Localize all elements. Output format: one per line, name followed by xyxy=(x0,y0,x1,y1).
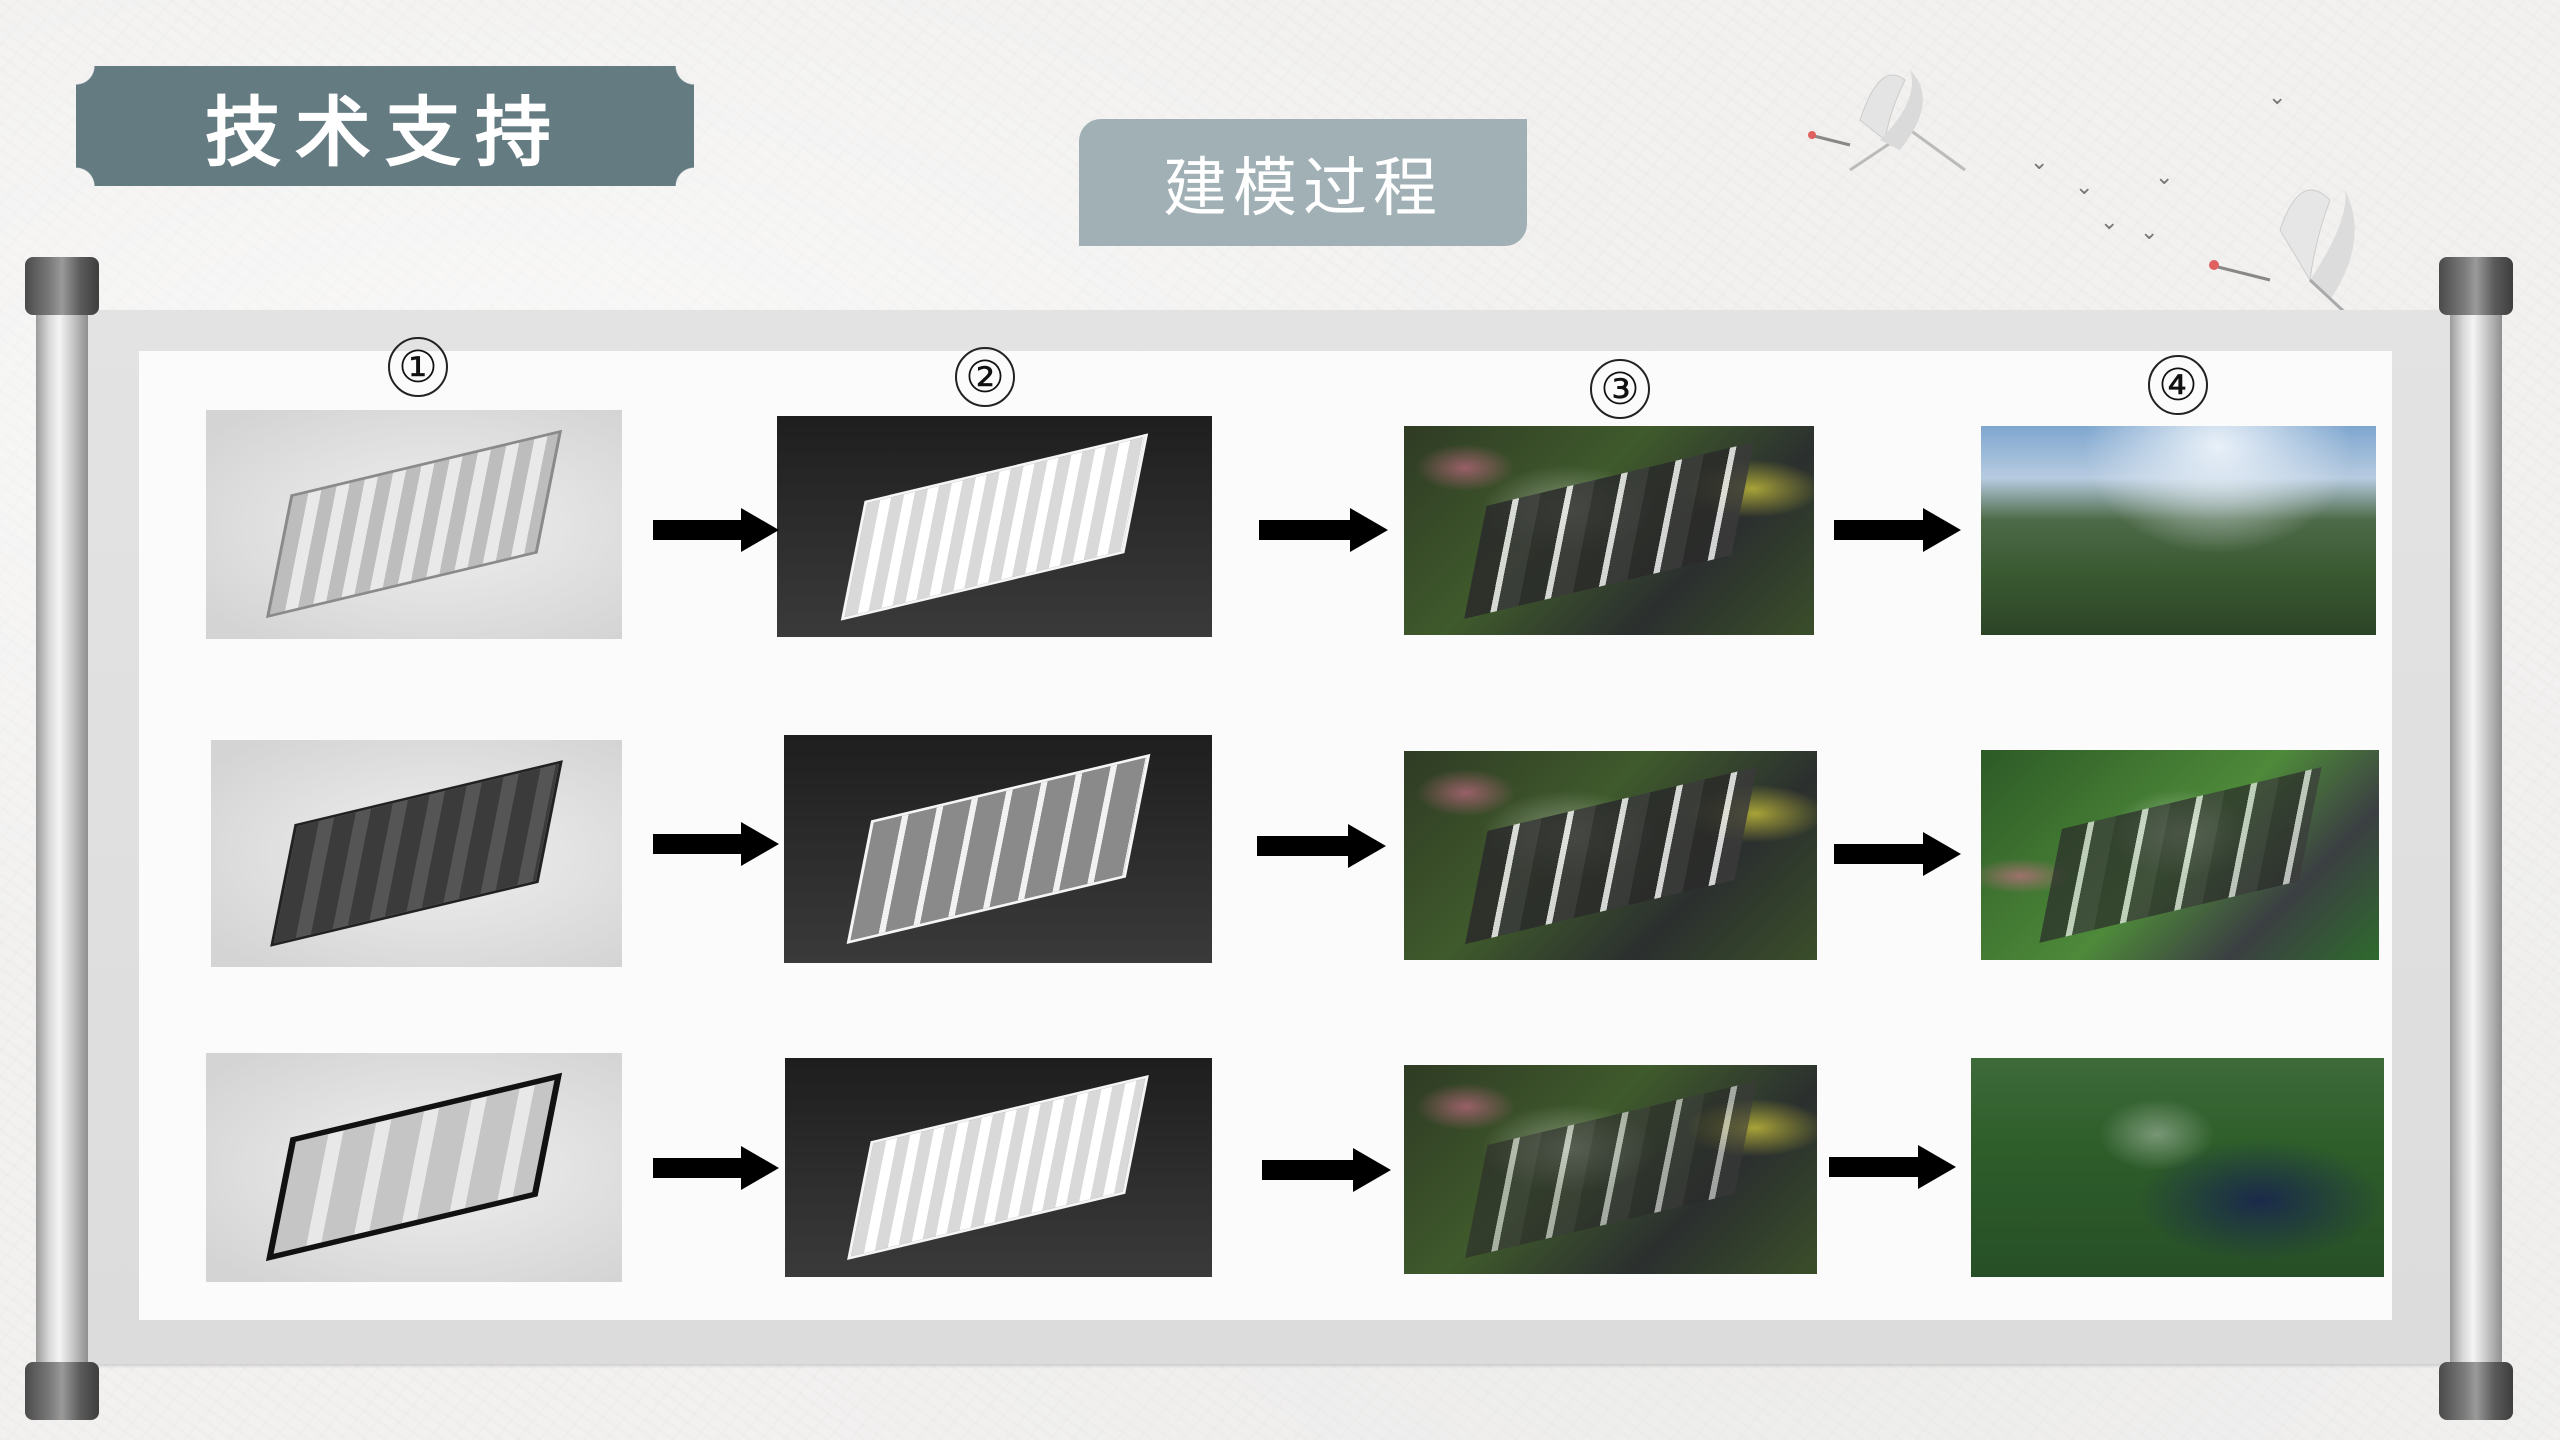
final-render-image xyxy=(1981,426,2376,635)
crane-icon xyxy=(1790,60,1970,200)
step-label-3: ③ xyxy=(1590,359,1650,419)
step-label-2: ② xyxy=(955,347,1015,407)
step-number: ③ xyxy=(1600,363,1640,415)
white-model-image xyxy=(211,740,622,967)
step-number: ② xyxy=(965,351,1005,403)
refined-model-image xyxy=(777,416,1212,637)
arrow-right-icon xyxy=(653,1146,779,1190)
right-scroll-roller xyxy=(2450,300,2502,1380)
white-model-image xyxy=(206,1053,622,1282)
step-label-4: ④ xyxy=(2148,355,2208,415)
arrow-right-icon xyxy=(653,508,779,552)
final-render-image xyxy=(1971,1058,2384,1277)
arrow-right-icon xyxy=(1829,1145,1956,1189)
bird-icon: ⌄ xyxy=(2075,175,2094,200)
bird-icon: ⌄ xyxy=(2140,220,2159,245)
bird-icon: ⌄ xyxy=(2100,210,2119,235)
left-roller-cap-top xyxy=(25,257,99,315)
scene-render-image xyxy=(1404,1065,1817,1274)
arrow-right-icon xyxy=(653,822,779,866)
section-title-plaque: 技术支持 xyxy=(76,66,694,186)
right-roller-cap-bottom xyxy=(2439,1362,2513,1420)
bird-icon: ⌄ xyxy=(2268,85,2287,110)
arrow-right-icon xyxy=(1259,508,1388,552)
step-label-1: ① xyxy=(388,337,448,397)
scene-render-image xyxy=(1404,751,1817,960)
bird-icon: ⌄ xyxy=(2155,165,2174,190)
left-roller-cap-bottom xyxy=(25,1362,99,1420)
subtitle: 建模过程 xyxy=(1163,151,1443,226)
arrow-right-icon xyxy=(1834,832,1961,876)
left-scroll-roller xyxy=(36,300,88,1380)
white-model-image xyxy=(206,410,622,639)
subtitle-box: 建模过程 xyxy=(1079,119,1527,246)
step-number: ④ xyxy=(2158,359,2198,411)
right-roller-cap-top xyxy=(2439,257,2513,315)
scene-render-image xyxy=(1404,426,1814,635)
arrow-right-icon xyxy=(1262,1148,1391,1192)
step-number: ① xyxy=(398,341,438,393)
section-title: 技术支持 xyxy=(205,88,565,177)
arrow-right-icon xyxy=(1257,824,1386,868)
arrow-right-icon xyxy=(1834,508,1961,552)
refined-model-image xyxy=(785,1058,1212,1277)
final-render-image xyxy=(1981,750,2379,960)
refined-model-image xyxy=(784,735,1212,963)
bird-icon: ⌄ xyxy=(2030,150,2049,175)
